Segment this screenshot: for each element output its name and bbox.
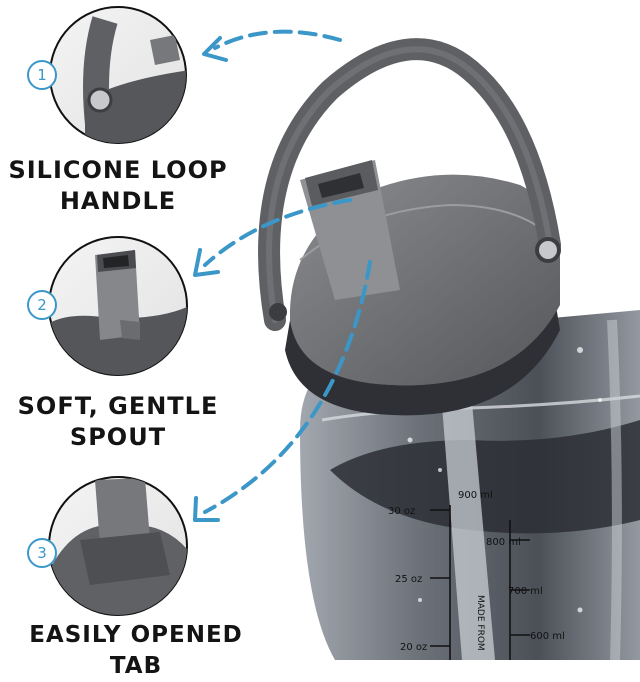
arrow-1-head xyxy=(202,36,228,62)
pointer-arrows xyxy=(203,29,372,514)
ml-mark-600: 600 ml xyxy=(530,631,565,642)
feature-label-handle: SILICONE LOOP HANDLE xyxy=(0,155,236,217)
feature-number-badge-1: 1 xyxy=(27,60,57,90)
detail-circle-handle xyxy=(49,6,187,144)
main-bottle: 30 oz 25 oz 20 oz 900 ml 800 ml 700 ml 6… xyxy=(258,38,640,660)
ml-mark-900: 900 ml xyxy=(458,490,493,501)
arrow-2 xyxy=(203,198,352,267)
measurement-scale xyxy=(430,505,530,660)
oz-mark-30: 30 oz xyxy=(388,506,415,517)
feature-number-badge-2: 2 xyxy=(27,290,57,320)
feature-label-spout-line-1: SOFT, GENTLE xyxy=(17,392,219,420)
oz-mark-25: 25 oz xyxy=(395,574,422,585)
arrow-2-head xyxy=(193,248,220,277)
feature-label-tab-line-1: EASILY OPENED TAB xyxy=(29,622,243,679)
made-from-text: MADE FROM xyxy=(475,595,485,651)
feature-label-handle-line-1: SILICONE LOOP xyxy=(8,156,228,184)
arrow-3-head xyxy=(193,496,220,522)
feature-label-tab: EASILY OPENED TAB xyxy=(0,620,272,682)
feature-label-spout: SOFT, GENTLE SPOUT xyxy=(0,391,236,453)
arrow-3 xyxy=(203,260,372,514)
detail-circle-tab xyxy=(48,476,188,616)
ml-mark-700: 700 ml xyxy=(508,586,543,597)
feature-label-handle-line-2: HANDLE xyxy=(59,187,177,215)
feature-number-badge-3: 3 xyxy=(27,538,57,568)
arrow-1 xyxy=(213,29,342,50)
ml-mark-800: 800 ml xyxy=(486,537,521,548)
oz-mark-20: 20 oz xyxy=(400,642,427,653)
feature-label-spout-line-2: SPOUT xyxy=(69,423,167,451)
product-illustration: 30 oz 25 oz 20 oz 900 ml 800 ml 700 ml 6… xyxy=(48,6,640,660)
detail-circle-spout xyxy=(48,236,188,376)
